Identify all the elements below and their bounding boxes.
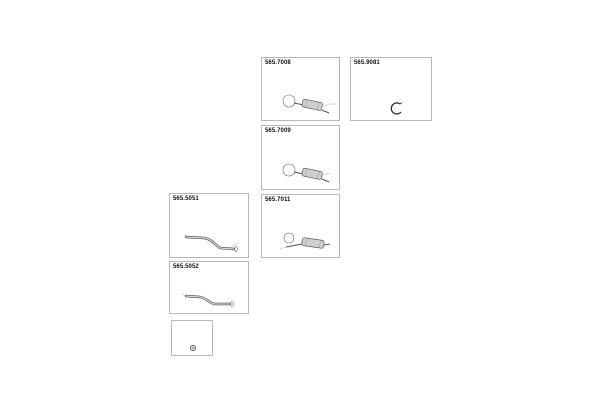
gasket-outer: [190, 345, 196, 351]
muffler-body: [301, 237, 325, 249]
part-number: 565.7011: [265, 197, 291, 203]
part-number: 565.7008: [265, 60, 291, 66]
pipe-section-highlight: [185, 236, 235, 250]
part-card-565-5052[interactable]: 565.5052: [169, 261, 249, 314]
muffler-drawing: [279, 232, 331, 250]
pipe-end-circle: [282, 94, 296, 108]
pipe-drawing: [183, 234, 239, 252]
part-card-565-7008[interactable]: 565.7008: [261, 57, 340, 121]
pipe-drawing: [181, 293, 234, 307]
outlet-pipe: [321, 178, 330, 183]
muffler-drawing: [282, 163, 331, 183]
outlet-pipe: [323, 243, 331, 246]
outlet-pipe: [321, 109, 330, 114]
pipe-end-circle: [282, 163, 296, 177]
muffler-drawing: [282, 94, 336, 114]
gasket-drawing: [190, 345, 196, 351]
part-number: 565.7009: [265, 128, 291, 134]
part-card-565-5051[interactable]: 565.5051: [169, 193, 249, 258]
clamp-bolt: [399, 102, 403, 105]
leader-line: [279, 246, 287, 250]
pipe-end-circle: [283, 232, 295, 244]
part-card-565-7009[interactable]: 565.7009: [261, 125, 340, 190]
part-number: 565.5051: [173, 196, 199, 202]
part-card-565-7011[interactable]: 565.7011: [261, 194, 340, 258]
inlet-pipe: [285, 243, 303, 248]
leader-line: [181, 293, 188, 297]
part-number: 565.9081: [354, 60, 380, 66]
part-card-small-item[interactable]: [171, 320, 213, 356]
gasket-inner: [191, 346, 195, 350]
leader-line: [231, 242, 239, 247]
clamp-ring: [390, 102, 402, 115]
pipe-flange: [230, 301, 234, 307]
muffler-body: [301, 98, 323, 111]
pipe-flange: [234, 246, 238, 252]
leader-line: [323, 172, 331, 176]
clamp-ring-drawing: [390, 102, 403, 115]
muffler-body: [301, 167, 323, 180]
leader-line: [323, 103, 331, 107]
part-number: 565.5052: [173, 264, 199, 270]
leader-line: [183, 234, 189, 238]
pipe-section: [184, 294, 232, 306]
part-card-565-9081[interactable]: 565.9081: [350, 57, 432, 121]
pipe-section-highlight: [185, 295, 231, 305]
pipe-section: [184, 235, 236, 251]
